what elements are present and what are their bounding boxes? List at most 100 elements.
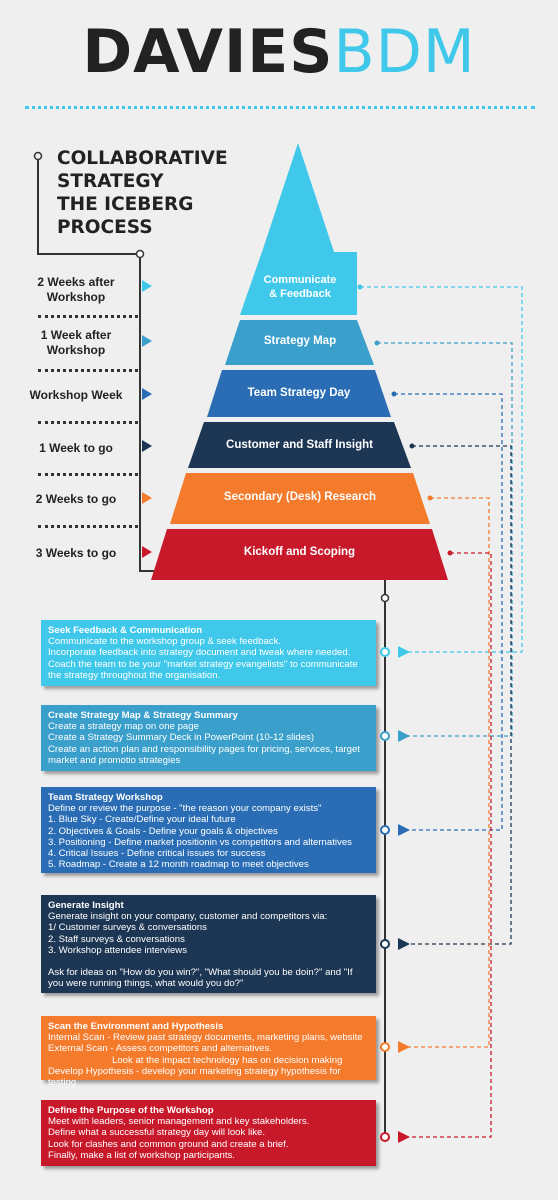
card-line: 2. Objectives & Goals - Define your goal…: [48, 825, 278, 837]
connector-team-day: [394, 393, 503, 831]
card-generate-insight: Generate Insight Generate insight on you…: [41, 895, 376, 993]
timeline-arrow-2: [142, 335, 152, 347]
card-line: 3. Positioning - Define market positioni…: [48, 836, 352, 848]
card-line: External Scan - Assess competitors and a…: [48, 1043, 272, 1055]
pyramid-label-research: Secondary (Desk) Research: [223, 491, 377, 503]
timeline-divider: [38, 421, 138, 424]
card-strategy-map: Create Strategy Map & Strategy Summary C…: [41, 705, 376, 771]
card-line: [48, 956, 369, 967]
timeline-arrow-5: [142, 492, 152, 504]
timeline-node-bottom: [380, 593, 390, 603]
connector-insight: [400, 445, 512, 945]
card-line: Incorporate feedback into strategy docum…: [48, 647, 351, 659]
card-line: Internal Scan - Review past strategy doc…: [48, 1032, 363, 1044]
pyramid-level-kickoff: [151, 529, 448, 580]
timeline-label-2-weeks-to-go: 2 Weeks to go: [35, 492, 117, 506]
timeline-label-3-weeks-to-go: 3 Weeks to go: [35, 546, 117, 560]
card-line: 5. Roadmap - Create a 12 month roadmap t…: [48, 859, 309, 871]
timeline-arrow-4: [142, 440, 152, 452]
timeline-divider: [38, 473, 138, 476]
title-bracket-node: [33, 151, 43, 161]
header-divider: [25, 106, 535, 109]
timeline-label-1-week-to-go: 1 Week to go: [39, 441, 113, 455]
pyramid-label-kickoff: Kickoff and Scoping: [243, 546, 356, 558]
card-line: Create a strategy map on one page: [48, 721, 199, 733]
pyramid-label-strategy-map: Strategy Map: [263, 335, 337, 347]
card-line: Communicate to the workshop group & seek…: [48, 636, 282, 648]
card-line: Coach the team to be your "market strate…: [48, 658, 361, 681]
card-line: Meet with leaders, senior management and…: [48, 1116, 310, 1128]
pyramid-level-communicate-fill: [240, 252, 357, 315]
timeline-label-2-weeks-after: 2 Weeks after Workshop: [37, 275, 115, 304]
card-line: 4. Critical Issues - Define critical iss…: [48, 848, 266, 860]
card-title: Team Strategy Workshop: [48, 792, 163, 803]
spine-node-research: [380, 1042, 390, 1052]
card-scan-environment: Scan the Environment and Hypothesis Inte…: [41, 1016, 376, 1088]
pyramid-label-insight: Customer and Staff Insight: [226, 439, 373, 451]
card-line: Create a Strategy Summary Deck in PowerP…: [48, 732, 315, 744]
timeline-divider: [38, 315, 138, 318]
card-seek-feedback: Seek Feedback & Communication Communicat…: [41, 620, 376, 686]
pyramid-label-communicate: Communicate & Feedback: [263, 274, 337, 300]
spine-node-kickoff: [380, 1132, 390, 1142]
pyramid-tip: [262, 143, 334, 252]
card-line: Create an action plan and responsibility…: [48, 743, 363, 766]
company-logo: DAVIESBDM: [0, 22, 558, 82]
card-line: 1/ Customer surveys & conversations: [48, 922, 207, 934]
card-line: Define what a successful strategy day wi…: [48, 1127, 266, 1139]
card-line: Develop Hypothesis - develop your market…: [48, 1065, 344, 1089]
timeline-divider: [38, 525, 138, 528]
card-title: Scan the Environment and Hypothesis: [48, 1021, 224, 1032]
spine-node-team-day: [380, 825, 390, 835]
card-define-purpose: Define the Purpose of the Workshop Meet …: [41, 1100, 376, 1166]
card-line: Generate insight on your company, custom…: [48, 911, 328, 923]
card-title: Define the Purpose of the Workshop: [48, 1105, 214, 1116]
card-line: Look at the impact technology has on dec…: [48, 1054, 343, 1066]
pyramid-level-insight: [188, 422, 411, 468]
card-line: Look for clashes and common ground and c…: [48, 1138, 289, 1150]
card-line: Define or review the purpose - "the reas…: [48, 803, 322, 815]
spine-node-strategy-map: [380, 731, 390, 741]
pyramid-level-team-day: [207, 370, 391, 417]
timeline-divider: [38, 369, 138, 372]
connector-dot-kickoff: [447, 550, 453, 556]
timeline-arrow-1: [142, 280, 152, 292]
timeline-label-workshop-week: Workshop Week: [29, 388, 123, 402]
connector-dot-research: [427, 495, 433, 501]
card-line: Finally, make a list of workshop partici…: [48, 1149, 235, 1161]
timeline-arrow-3: [142, 388, 152, 400]
page-title: COLLABORATIVE STRATEGY THE ICEBERG PROCE…: [57, 148, 228, 238]
timeline-node-top: [135, 249, 145, 259]
card-title: Generate Insight: [48, 900, 124, 911]
spine-node-insight: [380, 939, 390, 949]
card-title: Seek Feedback & Communication: [48, 625, 203, 636]
pyramid-level-research: [170, 473, 430, 524]
card-line: 3. Workshop attendee interviews: [48, 944, 188, 956]
arrowhead-strategy-map: [398, 730, 410, 742]
connector-strategy-map: [377, 342, 513, 737]
spine-node-communicate: [380, 647, 390, 657]
timeline-label-1-week-after: 1 Week after Workshop: [40, 328, 112, 357]
logo-text-bdm: BDM: [333, 17, 476, 87]
connector-dot-insight: [409, 443, 415, 449]
arrowhead-insight: [398, 938, 410, 950]
connector-dot-team-day: [391, 391, 397, 397]
card-team-workshop: Team Strategy Workshop Define or review …: [41, 787, 376, 873]
connector-dot-strategy-map: [374, 340, 380, 346]
card-title: Create Strategy Map & Strategy Summary: [48, 710, 238, 721]
arrowhead-research: [398, 1041, 410, 1053]
logo-text-davies: DAVIES: [82, 17, 334, 87]
connector-dot-communicate: [357, 284, 363, 290]
arrowhead-team-day: [398, 824, 410, 836]
timeline-arrow-6: [142, 546, 152, 558]
card-line: 2. Staff surveys & conversations: [48, 933, 185, 945]
arrowhead-kickoff: [398, 1131, 410, 1143]
pyramid-level-strategy-map: [225, 320, 374, 365]
pyramid-label-team-day: Team Strategy Day: [247, 387, 351, 399]
connector-communicate: [360, 286, 523, 653]
connector-kickoff: [400, 552, 492, 1138]
arrowhead-communicate: [398, 646, 410, 658]
card-line: Ask for ideas on "How do you win?", "Wha…: [48, 967, 356, 990]
card-line: 1. Blue Sky - Create/Define your ideal f…: [48, 814, 236, 826]
